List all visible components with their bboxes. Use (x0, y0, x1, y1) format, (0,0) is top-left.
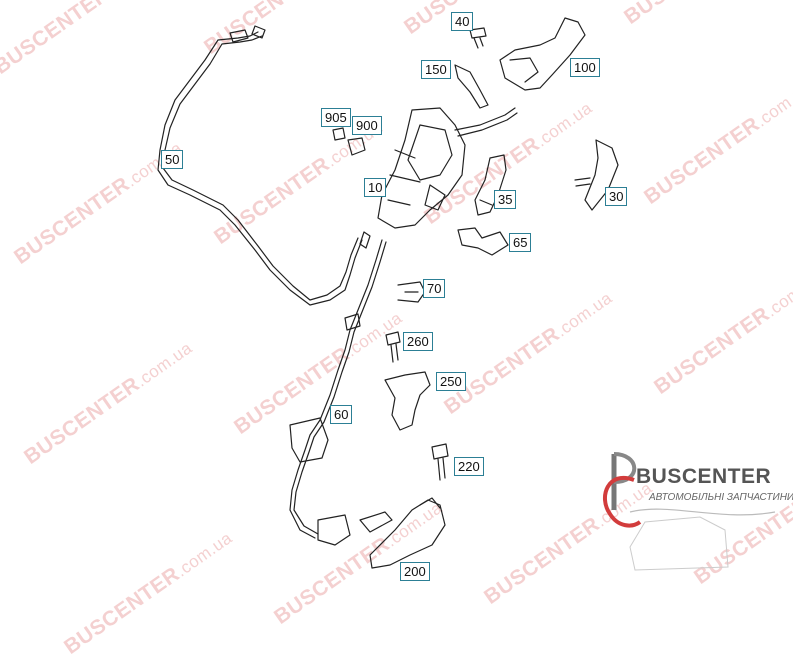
trim-part-150 (454, 64, 489, 109)
logo-mark-icon (603, 452, 776, 571)
buscenter-logo: BUSCENTER АВТОМОБІЛЬНІ ЗАПЧАСТИНИ (600, 452, 793, 571)
clip-part-65 (457, 227, 509, 256)
callout-35: 35 (494, 190, 517, 209)
callout-50: 50 (161, 150, 184, 169)
callout-40: 40 (451, 12, 474, 31)
callout-200: 200 (400, 562, 430, 581)
callout-220: 220 (454, 457, 484, 476)
callout-70: 70 (423, 279, 446, 298)
logo-subtitle: АВТОМОБІЛЬНІ ЗАПЧАСТИНИ (649, 492, 793, 503)
switch-part-35 (474, 154, 507, 216)
cable-part-60 (289, 239, 393, 546)
knob-part-100 (499, 17, 586, 91)
fitting-part-900 (347, 137, 366, 156)
callout-900: 900 (352, 116, 382, 135)
clip-part-70 (397, 281, 426, 303)
callout-60: 60 (330, 405, 353, 424)
bolt-part-260 (385, 331, 401, 363)
callout-250: 250 (436, 372, 466, 391)
callout-260: 260 (403, 332, 433, 351)
callout-30: 30 (605, 187, 628, 206)
logo-title: BUSCENTER (636, 465, 772, 488)
callout-10: 10 (364, 178, 387, 197)
fitting-part-905 (332, 127, 346, 141)
connector-part-30 (574, 139, 619, 211)
screw-part-40 (469, 27, 487, 49)
callout-905: 905 (321, 108, 351, 127)
parts-diagram (157, 17, 619, 569)
cable-part-50 (157, 25, 371, 306)
callout-100: 100 (570, 58, 600, 77)
bracket-part-250 (384, 371, 431, 431)
callout-150: 150 (421, 60, 451, 79)
bracket-part-200 (369, 497, 446, 569)
bolt-part-220 (431, 443, 449, 481)
callout-65: 65 (509, 233, 532, 252)
shifter-part-10 (377, 107, 518, 229)
